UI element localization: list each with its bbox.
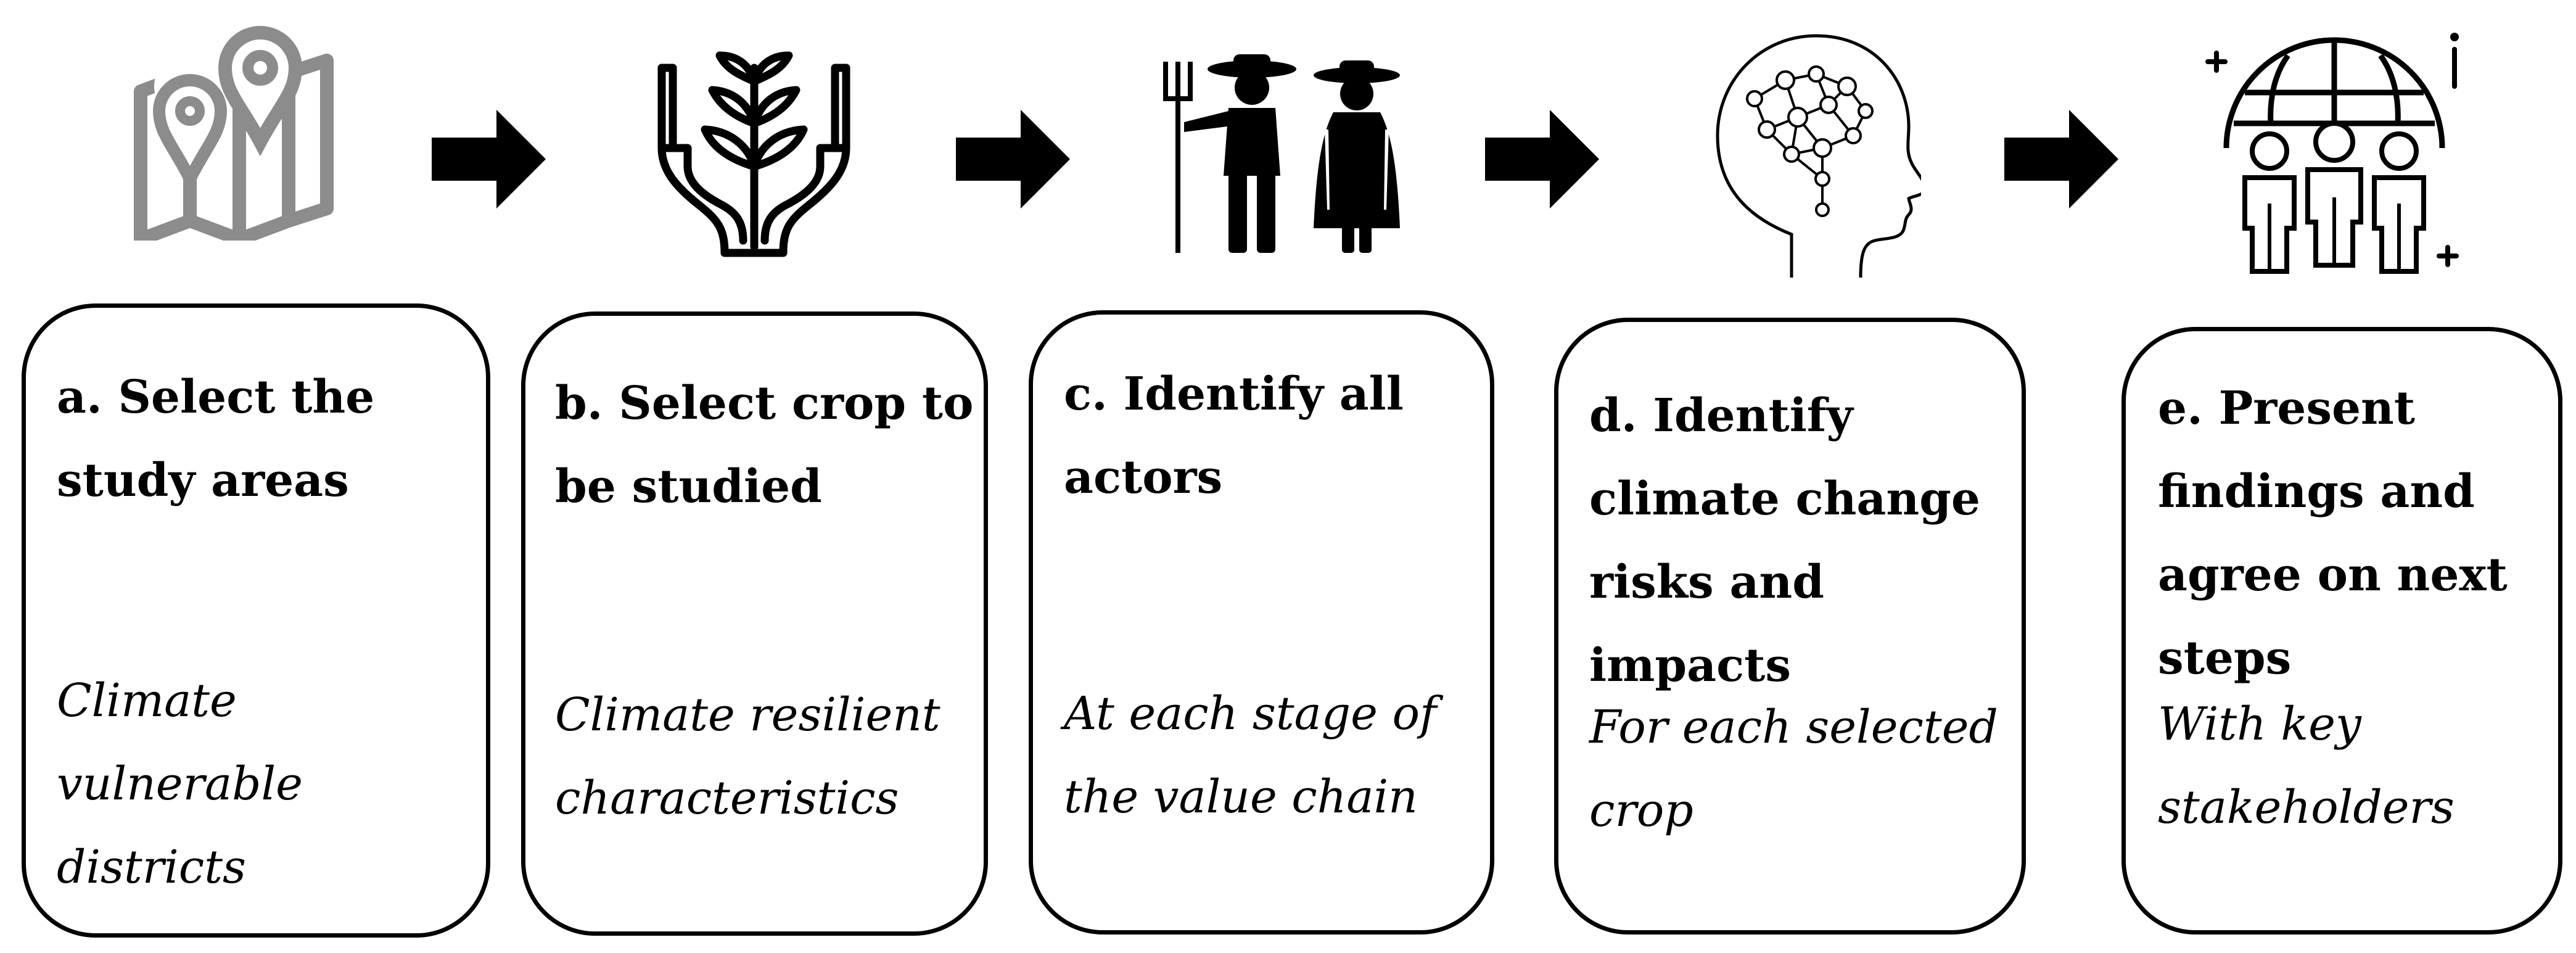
step-box-b: b. Select crop to be studied Climate res… bbox=[521, 311, 988, 936]
globe-people-icon bbox=[2202, 19, 2473, 284]
arrow-right-icon bbox=[2004, 110, 2118, 208]
head-network-icon bbox=[1699, 25, 1921, 284]
step-subtitle: With key stakeholders bbox=[2158, 698, 2455, 834]
arrow-right-icon bbox=[956, 110, 1070, 208]
step-title: a. Select the study areas bbox=[57, 371, 375, 507]
map-pin-icon bbox=[123, 12, 345, 241]
farmers-icon bbox=[1159, 49, 1406, 259]
hands-plant-icon bbox=[651, 43, 857, 265]
step-box-d: d. Identify climate change risks and imp… bbox=[1554, 318, 2026, 934]
step-title: d. Identify climate change risks and imp… bbox=[1589, 389, 1980, 692]
step-title: b. Select crop to be studied bbox=[555, 377, 974, 513]
step-box-a: a. Select the study areas Climate vulner… bbox=[22, 303, 490, 938]
step-title: c. Identify all actors bbox=[1064, 368, 1404, 504]
step-title: e. Present findings and agree on next st… bbox=[2158, 382, 2508, 685]
step-subtitle: At each stage of the value chain bbox=[1064, 687, 1437, 823]
step-box-e: e. Present findings and agree on next st… bbox=[2121, 327, 2562, 934]
step-subtitle: Climate vulnerable districts bbox=[57, 674, 303, 894]
step-subtitle: Climate resilient characteristics bbox=[555, 688, 940, 825]
arrow-right-icon bbox=[1485, 110, 1599, 208]
arrow-right-icon bbox=[432, 110, 546, 208]
step-box-c: c. Identify all actors At each stage of … bbox=[1029, 310, 1494, 934]
step-subtitle: For each selected crop bbox=[1589, 701, 1998, 837]
